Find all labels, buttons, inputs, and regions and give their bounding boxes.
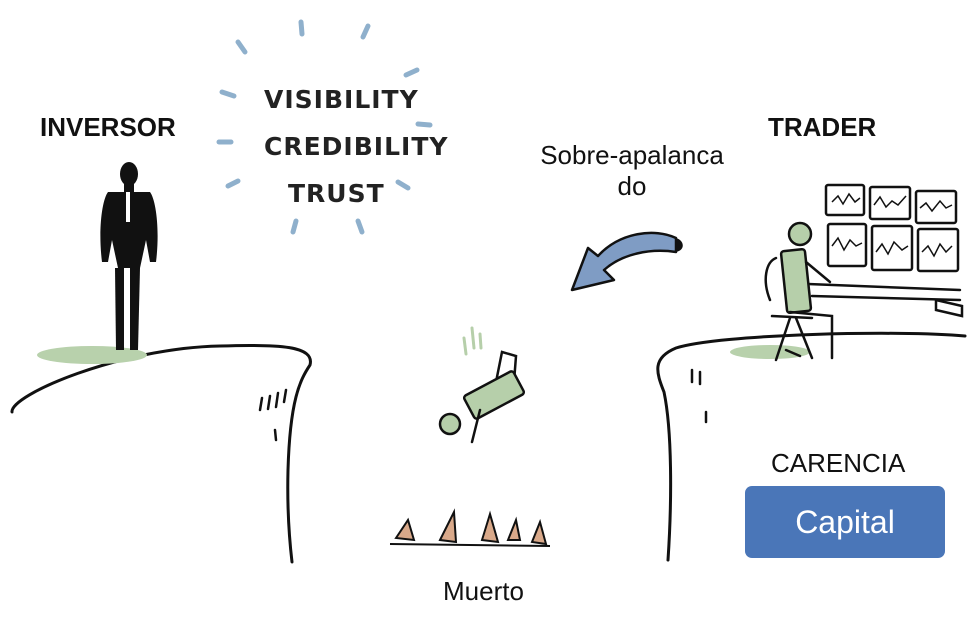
curved-arrow-icon (570, 231, 683, 292)
lack-label: CARENCIA (771, 448, 906, 478)
capital-badge: Capital (745, 486, 945, 558)
falling-figure (438, 326, 526, 444)
value-credibility: CREDIBILITY (264, 132, 448, 161)
trader-label: TRADER (768, 112, 877, 142)
capital-badge-text: Capital (795, 503, 895, 540)
left-cliff (10, 343, 312, 564)
trader-figure (764, 221, 834, 362)
monitor-wall (824, 183, 960, 273)
right-cliff (656, 331, 967, 562)
spikes (389, 508, 551, 547)
trading-desk (806, 282, 964, 318)
values-burst-rays (216, 19, 433, 235)
dead-label: Muerto (443, 576, 524, 606)
over-leveraged-line1: Sobre-apalanca (540, 140, 724, 170)
investor-figure (100, 162, 158, 350)
right-grass (730, 345, 810, 359)
left-grass (37, 346, 147, 364)
value-visibility: VISIBILITY (264, 85, 419, 114)
over-leveraged-label: Sobre-apalanca do (522, 140, 742, 202)
value-trust: TRUST (288, 179, 385, 208)
investor-label: INVERSOR (40, 112, 176, 142)
over-leveraged-line2: do (617, 171, 647, 201)
